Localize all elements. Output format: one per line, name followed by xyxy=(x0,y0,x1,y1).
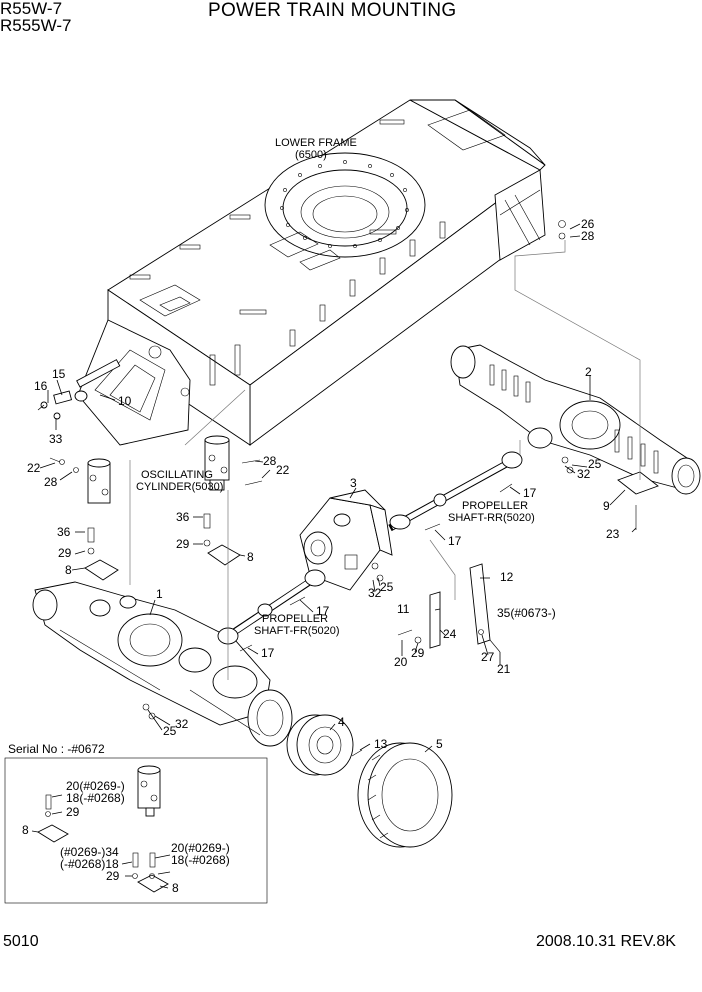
model-label-2: R555W-7 xyxy=(0,16,72,35)
callout-17-axle: 17 xyxy=(261,646,275,660)
propeller-shaft-rr xyxy=(388,451,523,532)
date-revision: 2008.10.31 REV.8K xyxy=(536,933,676,950)
inset-callout-34: (#0269-)34 xyxy=(60,845,119,859)
model-label-1: R55W-7 xyxy=(0,0,63,18)
callout-23: 23 xyxy=(606,527,620,541)
callout-2: 2 xyxy=(585,365,592,379)
callout-8-inset-1: 8 xyxy=(22,823,29,837)
callout-12: 12 xyxy=(500,570,514,584)
prop-shaft-rr-label-2: SHAFT-RR(5020) xyxy=(448,512,535,524)
osc-cylinder-label-1: OSCILLATING xyxy=(141,469,213,481)
plate-9 xyxy=(617,471,659,495)
callout-21: 21 xyxy=(497,662,511,676)
callout-25-front: 25 xyxy=(163,724,177,738)
callout-17-fr: 17 xyxy=(316,604,330,618)
callout-4: 4 xyxy=(338,715,345,729)
callout-11: 11 xyxy=(397,602,410,616)
propeller-shaft-fr xyxy=(217,569,326,645)
callout-29-center: 29 xyxy=(176,537,190,551)
lower-frame-label: LOWER FRAME xyxy=(275,137,357,149)
page-code: 5010 xyxy=(3,933,39,950)
callout-1: 1 xyxy=(156,587,163,601)
serial-label: Serial No : -#0672 xyxy=(8,742,105,756)
lower-frame-code: (6500) xyxy=(295,149,327,161)
inset-callout-18b: (-#0268)18 xyxy=(60,857,119,871)
callout-17-trans: 17 xyxy=(448,534,462,548)
leader-lines xyxy=(39,223,641,753)
callout-3: 3 xyxy=(350,476,357,490)
callout-9: 9 xyxy=(603,499,610,513)
callout-17-rr: 17 xyxy=(523,486,537,500)
rear-axle xyxy=(450,344,701,495)
callout-35: 35(#0673-) xyxy=(497,606,556,620)
page-title: POWER TRAIN MOUNTING xyxy=(208,0,457,21)
callout-25-rear: 25 xyxy=(588,457,602,471)
callout-5: 5 xyxy=(436,737,443,751)
prop-shaft-fr-label-2: SHAFT-FR(5020) xyxy=(254,625,340,637)
callout-29-bracket: 29 xyxy=(411,646,425,660)
inset-callout-18a: 18(-#0268) xyxy=(66,791,125,805)
pin-plate-15 xyxy=(37,390,73,420)
inset-serial-box xyxy=(4,757,268,904)
callout-8-inset-2: 8 xyxy=(172,881,179,895)
callout-13: 13 xyxy=(374,737,388,751)
callout-33: 33 xyxy=(49,432,63,446)
cylinder-left xyxy=(87,458,111,504)
prop-shaft-fr-label-1: PROPELLER xyxy=(262,613,328,625)
callout-24: 24 xyxy=(443,627,457,641)
callout-28-frame: 28 xyxy=(581,229,595,243)
callout-28-left: 28 xyxy=(44,475,58,489)
inset-callout-20a: 20(#0269-) xyxy=(66,779,125,793)
oscillating-cylinder xyxy=(204,435,230,491)
callout-8-left: 8 xyxy=(65,563,72,577)
front-axle xyxy=(32,581,293,747)
wheel-rim xyxy=(286,714,354,776)
pin-10 xyxy=(74,359,121,402)
prop-shaft-rr-label-1: PROPELLER xyxy=(462,500,528,512)
callout-16: 16 xyxy=(34,379,48,393)
callout-26: 26 xyxy=(581,217,595,231)
callout-29-inset-1: 29 xyxy=(66,805,80,819)
plate-8-left xyxy=(84,559,119,581)
tire xyxy=(357,742,453,848)
callout-15: 15 xyxy=(52,367,66,381)
inset-callout-18c: 18(-#0268) xyxy=(171,853,230,867)
bracket-11 xyxy=(429,591,441,649)
osc-cylinder-label-2: CYLINDER(5030) xyxy=(136,481,223,493)
callout-28-center: 28 xyxy=(263,454,277,468)
callout-36-left: 36 xyxy=(57,525,71,539)
callout-22-left: 22 xyxy=(27,461,41,475)
callout-8-center: 8 xyxy=(247,550,254,564)
callout-29-left: 29 xyxy=(58,546,72,560)
callout-32-trans: 32 xyxy=(368,586,382,600)
plate-8-center xyxy=(207,544,241,566)
callout-32-rear: 32 xyxy=(577,467,591,481)
callout-25-trans: 25 xyxy=(380,580,394,594)
transmission xyxy=(299,489,393,591)
callout-27: 27 xyxy=(481,650,495,664)
callout-10: 10 xyxy=(118,394,132,408)
callout-20: 20 xyxy=(394,655,408,669)
lower-frame xyxy=(77,99,546,446)
callout-36-center: 36 xyxy=(176,510,190,524)
callout-32-front: 32 xyxy=(175,717,189,731)
bracket-12 xyxy=(469,563,491,645)
inset-callout-20b: 20(#0269-) xyxy=(171,841,230,855)
callout-22-center: 22 xyxy=(276,463,290,477)
callout-29-inset-2: 29 xyxy=(106,869,120,883)
